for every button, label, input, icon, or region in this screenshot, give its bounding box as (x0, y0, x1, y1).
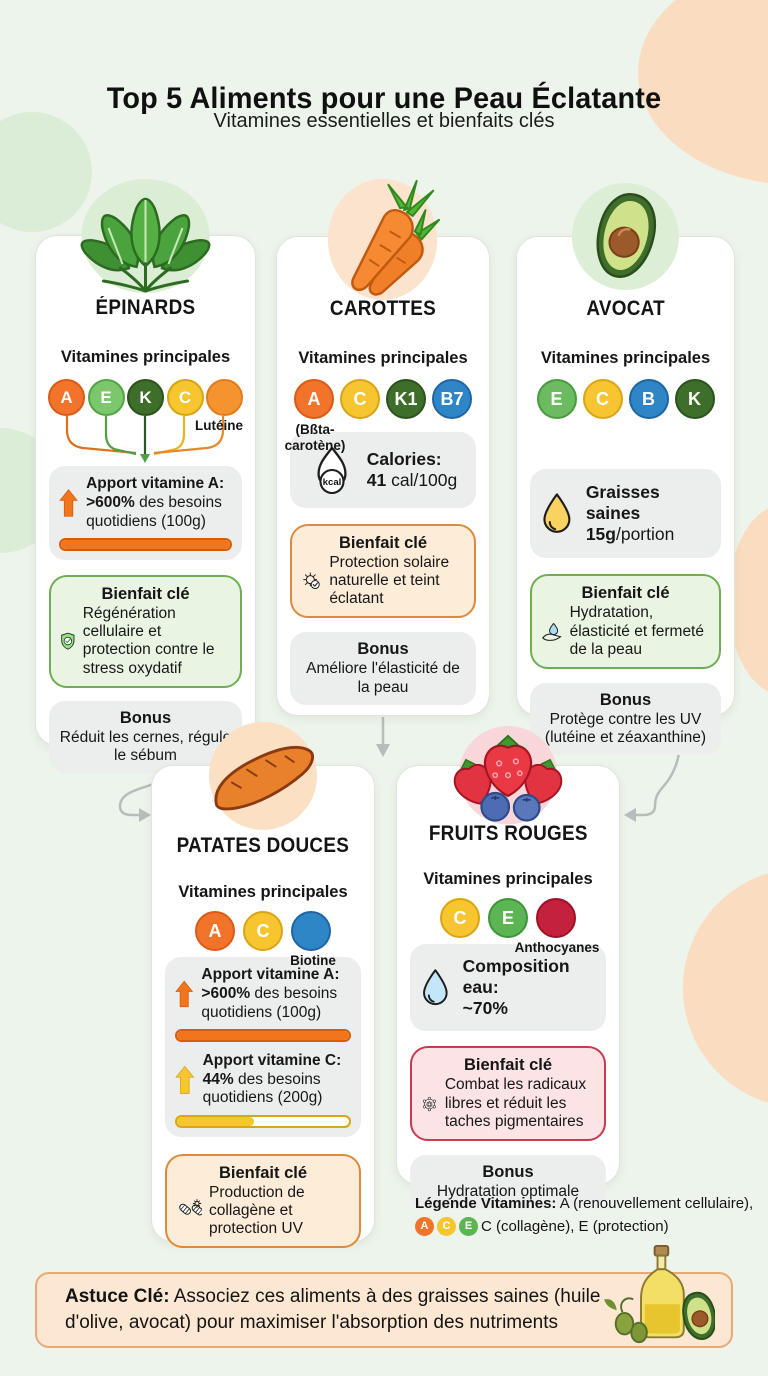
arrow-left-icon (624, 808, 636, 822)
legend-line-2: A C E C (collagène), E (protection) (415, 1215, 753, 1238)
vitamin-badge-a: A (294, 379, 334, 420)
benefit-box: Bienfait clé Protection solaire naturell… (290, 524, 476, 619)
vitamin-badge-c: C (243, 911, 283, 952)
vitamin-badge-b: B (628, 379, 669, 420)
vitamin-badges: E C B K (530, 379, 721, 420)
dna-sun-icon (179, 1199, 203, 1216)
vitamin-merge-lines (65, 416, 225, 464)
vitamins-label: Vitamines principales (540, 349, 711, 368)
stat-vitamin-a: Apport vitamine A: >600% des besoins quo… (49, 466, 242, 561)
bonus-box: Bonus Protège contre les UV (lutéine et … (530, 682, 721, 756)
tip-box: Astuce Clé: Associez ces aliments à des … (35, 1244, 733, 1348)
svg-text:kcal: kcal (322, 477, 341, 488)
vitamin-connector: Lutéine (48, 416, 243, 464)
vitamin-badge-c: C (166, 379, 204, 417)
olive-oil-avocado-illustration (604, 1244, 715, 1344)
legend-chip-e: E (459, 1217, 478, 1237)
vitamin-badge-e: E (536, 379, 577, 420)
vitamin-badge-k1: K1 (386, 379, 426, 420)
benefit-box: Bienfait clé Hydratation, élasticité et … (530, 574, 721, 669)
berries-illustration (453, 726, 563, 825)
oil-drop-icon (543, 493, 571, 533)
legend-line-1: Légende Vitamines: A (renouvellement cel… (415, 1195, 754, 1212)
progress-bar-vitamin-a (59, 538, 232, 552)
arrow-right-icon (139, 808, 151, 822)
vitamin-badges: A C (165, 911, 361, 952)
vitamin-badges: C E (410, 898, 606, 939)
bonus-box: Bonus Hydratation optimale (410, 1154, 606, 1210)
vitamin-badges: A E K C (48, 379, 243, 417)
vitamin-badges: A C K1 B7 (290, 379, 476, 420)
benefit-box: Bienfait clé Régénération cellulaire et … (49, 575, 242, 688)
card-title: PATATES DOUCES (176, 834, 350, 857)
vitamin-badge-e: E (87, 379, 125, 417)
vitamin-badge-c: C (582, 379, 623, 420)
tip-text: Astuce Clé: Associez ces aliments à des … (65, 1286, 601, 1333)
vitamin-caption-beta-carotene: (Bßta-carotène) (284, 422, 346, 453)
vitamin-caption-anthocyanes: Anthocyanes (514, 940, 600, 956)
stat-calories: kcal Calories: 41 cal/100g (290, 432, 476, 509)
vitamin-badge-k: K (127, 379, 164, 417)
vitamin-badge-k: K (674, 379, 715, 420)
card-title: CAROTTES (329, 297, 437, 320)
vitamin-badge-biotine (291, 911, 331, 952)
card-title: FRUITS ROUGES (428, 822, 588, 845)
stat-vitamin-c: Apport vitamine C: 44% des besoins quoti… (175, 1052, 351, 1128)
vitamin-caption-biotine: Biotine (290, 953, 336, 969)
card-epinards: ÉPINARDS Vitamines principales A E K C L… (35, 179, 256, 774)
card-avocat: AVOCAT Vitamines principales E C B K Gra… (516, 182, 735, 756)
card-fruits-rouges: FRUITS ROUGES Vitamines principales C E … (396, 726, 620, 1210)
stat-graisses: Graisses saines 15g/portion (530, 469, 721, 559)
vitamin-badge-a: A (48, 379, 85, 417)
vitamins-label: Vitamines principales (60, 348, 231, 367)
stat-composition-eau: Composition eau: ~70% (410, 944, 606, 1032)
benefit-box: Bienfait clé Combat les radicaux libres … (410, 1046, 606, 1141)
vitamin-badge-c: C (440, 898, 480, 939)
vitamin-badge-c: C (340, 379, 380, 420)
benefit-box: Bienfait clé Production de collagène et … (165, 1153, 361, 1249)
flame-kcal-icon: kcal (317, 446, 347, 495)
card-carottes: CAROTTES Vitamines principales A C K1 B7… (276, 178, 490, 716)
molecule-icon (422, 1096, 436, 1111)
up-arrow-icon (59, 489, 78, 517)
vitamin-legend: Légende Vitamines: A (renouvellement cel… (415, 1192, 753, 1239)
vitamins-label: Vitamines principales (298, 349, 468, 368)
page-title: Top 5 Aliments pour une Peau Éclatante (106, 82, 662, 116)
vitamin-badge-e: E (488, 898, 528, 939)
sun-check-icon (303, 572, 320, 590)
avocado-illustration (571, 182, 679, 291)
vitamin-badge-luteine (206, 379, 243, 417)
vitamin-badge-anthocyanes (536, 898, 576, 939)
vitamins-label: Vitamines principales (178, 883, 348, 902)
progress-bar-vitamin-a (175, 1029, 351, 1043)
water-drop-icon (423, 969, 448, 1005)
up-arrow-icon (175, 980, 194, 1008)
vitamin-badge-b7: B7 (432, 379, 472, 420)
decor-blob-top-left (0, 112, 92, 232)
vitamins-label: Vitamines principales (423, 870, 593, 889)
shield-check-icon (61, 633, 75, 651)
legend-chip-a: A (415, 1217, 434, 1237)
page-subtitle: Vitamines essentielles et bienfaits clés (213, 110, 555, 132)
card-title: ÉPINARDS (95, 296, 196, 319)
stat-box: Apport vitamine A: >600% des besoins quo… (165, 957, 361, 1137)
progress-bar-vitamin-c (175, 1114, 351, 1128)
hand-drop-icon (542, 622, 562, 641)
card-patates-douces: PATATES DOUCES Vitamines principales A C… (151, 721, 375, 1249)
bonus-box: Bonus Réduit les cernes, régule le sébum (49, 700, 242, 774)
vitamin-caption-luteine: Lutéine (194, 418, 243, 434)
card-title: AVOCAT (586, 297, 665, 320)
legend-chip-c: C (437, 1217, 456, 1237)
vitamin-captions: (Bßta-carotène) (285, 419, 476, 452)
stat-vitamin-a: Apport vitamine A: >600% des besoins quo… (175, 966, 351, 1043)
spinach-illustration (80, 179, 210, 293)
carrots-illustration (327, 178, 441, 300)
vitamin-badge-a: A (195, 911, 235, 952)
up-arrow-icon (175, 1065, 195, 1095)
arrow-down-icon (376, 744, 390, 757)
bonus-box: Bonus Améliore l'élasticité de la peau (290, 632, 476, 705)
sweet-potato-illustration (209, 721, 317, 830)
